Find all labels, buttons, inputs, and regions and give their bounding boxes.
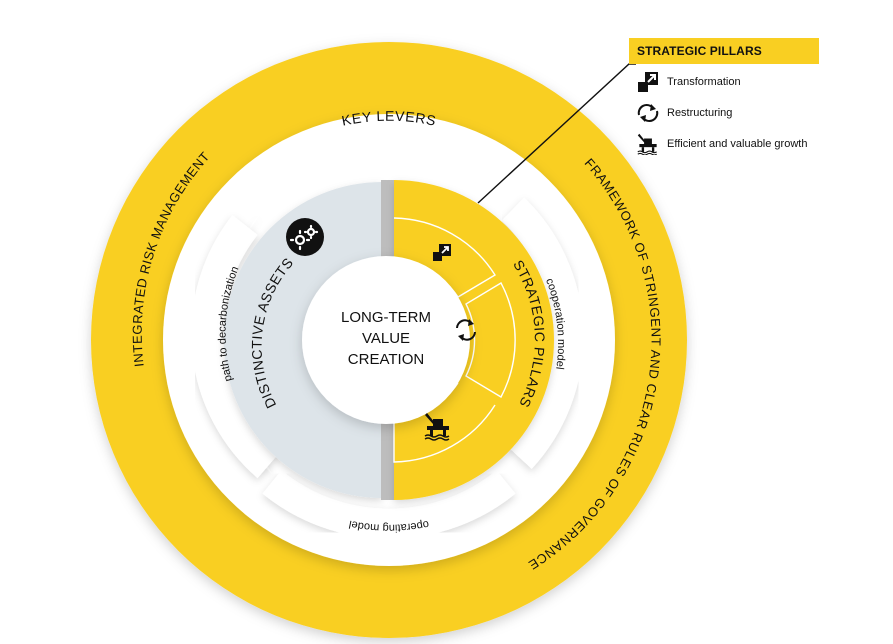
restructuring-icon	[637, 103, 659, 122]
restructuring-icon	[456, 319, 476, 341]
legend-label-growth: Efficient and valuable growth	[667, 137, 808, 150]
legend-label-transformation: Transformation	[667, 75, 741, 88]
center-circle	[302, 256, 470, 424]
arc-cooperation	[501, 197, 584, 469]
center-line-2: VALUE	[362, 330, 410, 347]
legend-label-restructuring: Restructuring	[667, 106, 733, 119]
offshore-platform-icon	[637, 133, 657, 155]
key-levers-arcs	[191, 197, 584, 539]
transformation-icon	[638, 71, 658, 92]
legend-item-growth: Efficient and valuable growth	[629, 128, 819, 159]
center-line-1: LONG-TERM	[341, 309, 431, 326]
key-levers-text: KEY LEVERS	[340, 108, 437, 129]
offshore-platform-icon	[424, 413, 450, 441]
gears-icon	[286, 218, 324, 256]
operating-model-label: operating model	[348, 518, 430, 534]
strategic-pillars-legend: STRATEGIC PILLARS Transformation Restruc…	[629, 38, 819, 159]
legend-item-restructuring: Restructuring	[629, 97, 819, 128]
legend-title: STRATEGIC PILLARS	[629, 38, 819, 64]
center-line-3: CREATION	[348, 351, 424, 368]
key-levers-title: KEY LEVERS	[340, 108, 437, 129]
legend-list: Transformation Restructuring Efficient a…	[629, 66, 819, 159]
arc-operating-model	[262, 470, 516, 539]
operating-model-text: operating model	[348, 518, 430, 534]
transformation-icon	[433, 244, 451, 261]
legend-connector-line	[477, 63, 636, 204]
arc-decarbonization	[191, 215, 279, 479]
legend-item-transformation: Transformation	[629, 66, 819, 97]
